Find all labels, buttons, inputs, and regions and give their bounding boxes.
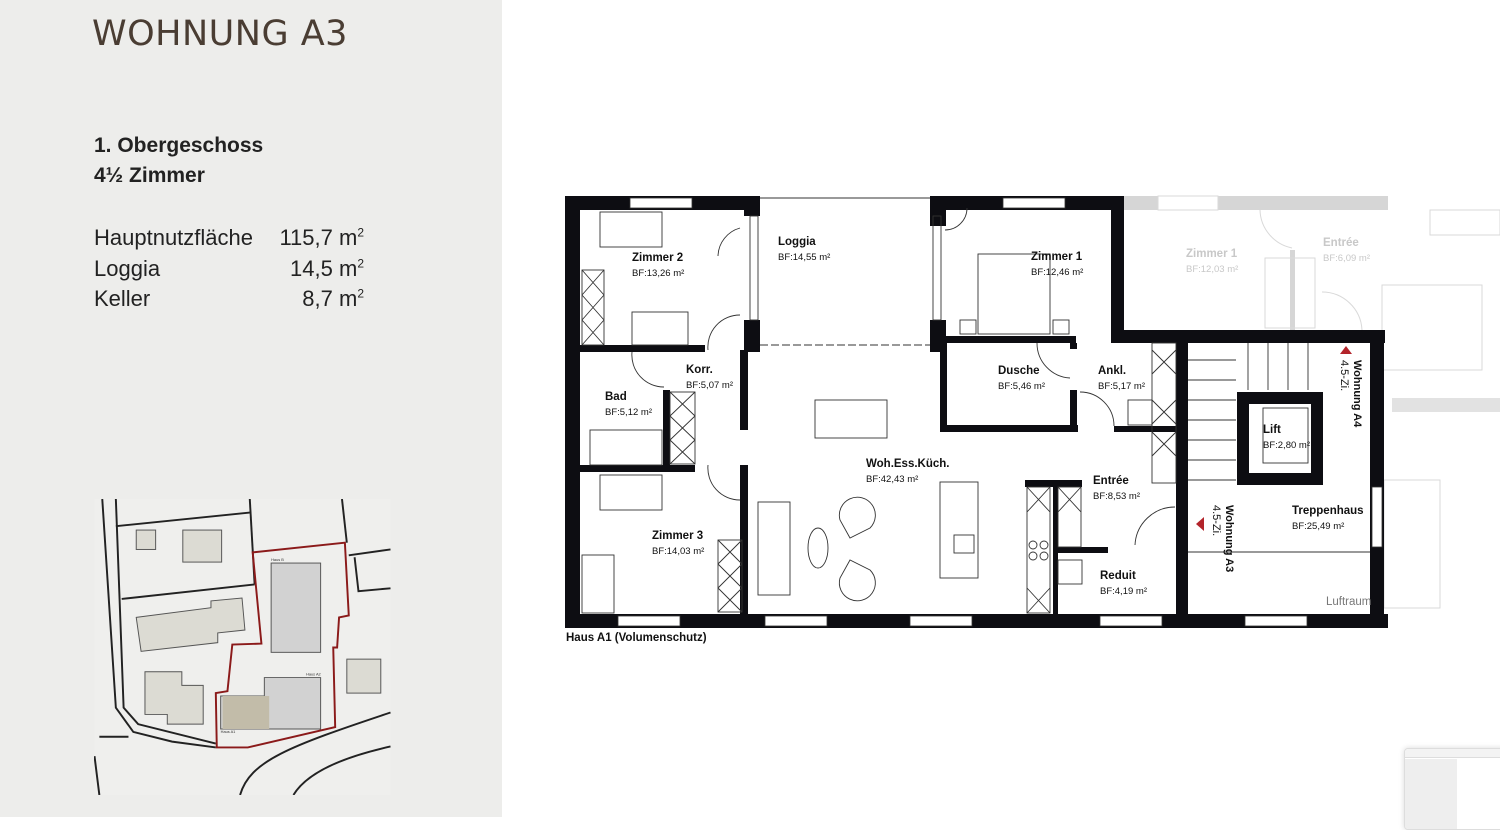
area-row: Loggia 14,5 m2: [94, 256, 364, 282]
screenshot-thumbnail[interactable]: [1404, 748, 1500, 830]
room-label: Korr.BF:5,07 m²: [686, 364, 733, 391]
fixtures: [581, 197, 1370, 614]
rooms-label: 4½ Zimmer: [94, 164, 205, 187]
site-plan: Haus B Haus A2 Haus A1: [94, 499, 391, 795]
thumbnail-toolbar: [1405, 749, 1500, 758]
room-label: Woh.Ess.Küch.BF:42,43 m²: [866, 458, 950, 485]
area-value: 8,7 m2: [302, 286, 364, 311]
entrance-marker-icon: [1340, 346, 1352, 354]
page-title: WOHNUNG A3: [92, 14, 348, 54]
site-label: Haus A2: [306, 672, 321, 677]
area-value: 14,5 m2: [290, 256, 364, 281]
property-boundary: [214, 541, 350, 749]
area-label: Keller: [94, 286, 151, 311]
area-row: Keller 8,7 m2: [94, 286, 364, 312]
site-label: Haus A1: [221, 729, 236, 734]
info-panel: WOHNUNG A3 1. Obergeschoss 4½ Zimmer Hau…: [0, 0, 502, 817]
area-label: Hauptnutzfläche: [94, 225, 253, 250]
windows: [617, 197, 1383, 627]
haus-a1-highlight: [222, 696, 270, 730]
area-value: 115,7 m2: [279, 225, 364, 250]
floor-label: 1. Obergeschoss: [94, 134, 264, 157]
room-label: Ankl.BF:5,17 m²: [1098, 365, 1145, 392]
area-row: Hauptnutzfläche 115,7 m2: [94, 225, 364, 251]
area-label: Loggia: [94, 256, 161, 281]
site-label: Haus B: [271, 557, 284, 562]
luftraum-label: Luftraum: [1326, 596, 1372, 608]
entrance-marker-icon: [1196, 517, 1204, 531]
thumbnail-panel: [1405, 759, 1457, 829]
plan-caption: Haus A1 (Volumenschutz): [566, 632, 707, 644]
neighbor-apartment: [1124, 195, 1500, 609]
